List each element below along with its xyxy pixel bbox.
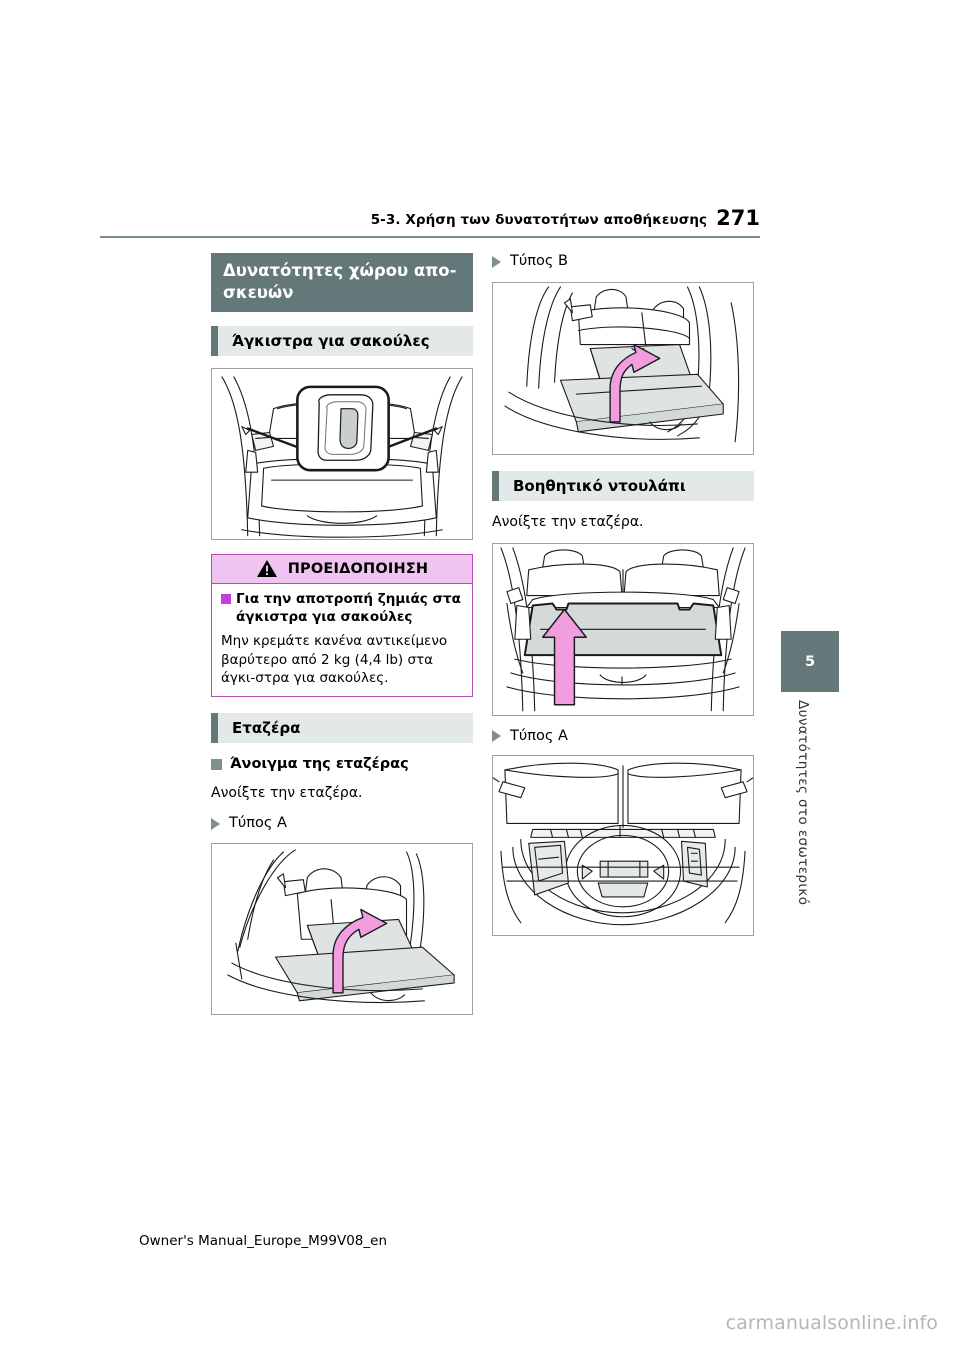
type-a-label-right: Τύπος A — [510, 727, 568, 744]
type-b-marker: Τύπος B — [492, 253, 754, 270]
figure-shelf-type-b — [492, 282, 754, 456]
chapter-tab: 5 — [781, 631, 839, 692]
shelf-open-heading: Άνοιγμα της εταζέρας — [230, 756, 409, 773]
shelf-open-heading-row: Άνοιγμα της εταζέρας — [211, 755, 473, 773]
square-bullet-icon — [211, 759, 222, 771]
type-b-label: Τύπος B — [510, 253, 568, 269]
warning-body: Για την αποτροπή ζημιάς στα άγκιστρα για… — [212, 584, 472, 696]
section-title-luggage-features: Δυνατότητες χώρου απο-σκευών — [211, 253, 473, 312]
subsection-shelf: Εταζέρα — [211, 713, 473, 744]
type-a-label-left: Τύπος A — [229, 815, 287, 832]
right-column: Τύπος B — [492, 253, 754, 936]
page-header: 5-3. Χρήση των δυνατοτήτων αποθήκευσης 27… — [100, 206, 760, 230]
type-a-marker-left: Τύπος A — [211, 815, 473, 832]
warning-bullet-icon — [221, 594, 231, 605]
warning-box: ΠΡΟΕΙΔΟΠΟΙΗΣΗ Για την αποτροπή ζημιάς στ… — [211, 554, 473, 698]
aux-cabinet-text: Ανοίξτε την εταζέρα. — [492, 514, 644, 531]
triangle-marker-icon — [492, 730, 501, 743]
manual-id-footer: Owner's Manual_Europe_M99V08_en — [139, 1233, 387, 1249]
warning-title-bar: ΠΡΟΕΙΔΟΠΟΙΗΣΗ — [212, 555, 472, 585]
figure-shelf-type-a — [211, 842, 473, 1016]
page-number: 271 — [716, 206, 760, 230]
warning-triangle-icon — [256, 560, 277, 578]
site-watermark: carmanualsonline.info — [725, 1312, 938, 1334]
chapter-title-vertical: Δυνατότητες στο εσωτερικό — [795, 700, 811, 906]
pink-arrow — [332, 908, 388, 994]
breadcrumb: 5-3. Χρήση των δυνατοτήτων αποθήκευσης — [370, 212, 708, 228]
warning-text: Μην κρεμάτε κανένα αντικείμενο βαρύτερο … — [221, 633, 448, 687]
pink-arrow — [609, 344, 661, 424]
warning-heading: Για την αποτροπή ζημιάς στα άγκιστρα για… — [236, 591, 461, 625]
pink-arrow — [541, 608, 588, 706]
triangle-marker-icon — [492, 255, 501, 268]
triangle-marker-icon — [211, 818, 220, 831]
figure-spare-tire-compartment — [492, 755, 754, 936]
warning-title: ΠΡΟΕΙΔΟΠΟΙΗΣΗ — [287, 560, 429, 577]
header-divider — [100, 236, 760, 238]
left-column: Δυνατότητες χώρου απο-σκευών Άγκιστρα γι… — [211, 253, 473, 1016]
subsection-aux-cabinet: Βοηθητικό ντουλάπι — [492, 471, 754, 502]
subsection-bag-hooks: Άγκιστρα για σακούλες — [211, 325, 473, 356]
warning-heading-row: Για την αποτροπή ζημιάς στα άγκιστρα για… — [221, 591, 463, 626]
type-a-marker-right: Τύπος A — [492, 728, 754, 745]
shelf-open-text: Ανοίξτε την εταζέρα. — [211, 784, 363, 801]
figure-bag-hooks — [211, 367, 473, 541]
figure-aux-cabinet — [492, 542, 754, 716]
